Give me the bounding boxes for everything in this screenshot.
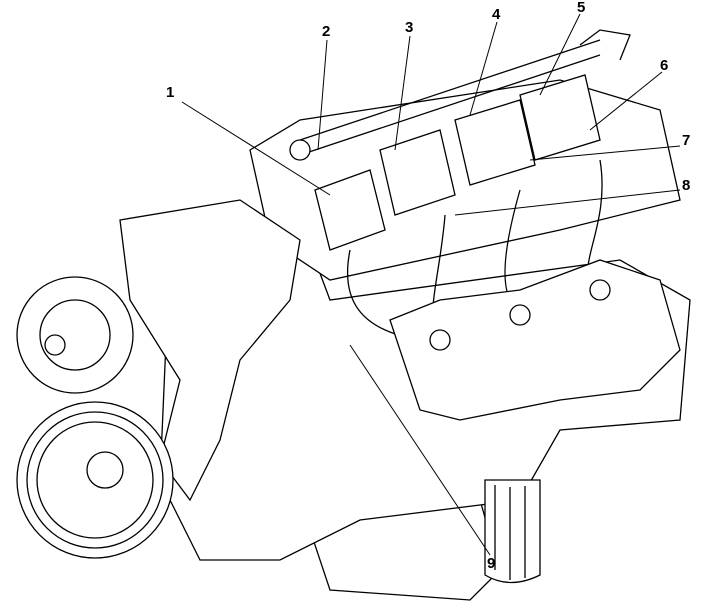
fuel-rail <box>299 39 601 156</box>
callout-1: 1 <box>166 84 175 101</box>
ignition-coils <box>314 74 601 251</box>
callout-3: 3 <box>405 19 414 36</box>
crankshaft-balancer <box>16 401 174 559</box>
water-pump-pulley <box>16 276 134 394</box>
callout-2: 2 <box>322 23 331 40</box>
exhaust-manifold <box>389 259 681 421</box>
fuel-rail-fitting <box>289 139 311 161</box>
callout-4: 4 <box>492 6 501 23</box>
callout-5: 5 <box>577 0 586 16</box>
callout-8: 8 <box>682 177 691 194</box>
callout-7: 7 <box>682 132 691 149</box>
callout-6: 6 <box>660 57 669 74</box>
accessory-bracket <box>119 199 301 502</box>
oil-filter <box>484 479 541 584</box>
leader-lines <box>181 13 681 556</box>
callout-9: 9 <box>487 555 496 572</box>
